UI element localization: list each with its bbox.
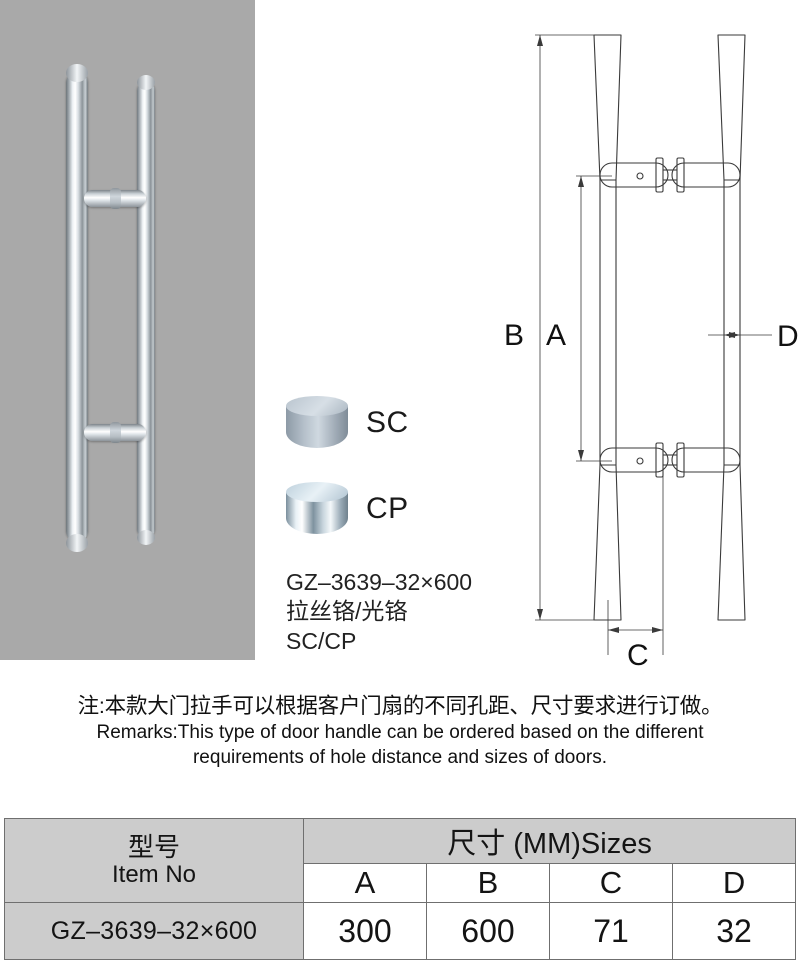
header-item-no: 型号 Item No xyxy=(4,818,304,903)
table-header-row-top: 型号 Item No 尺寸 (MM)Sizes xyxy=(4,818,797,903)
bar-cap-top-back xyxy=(137,75,155,90)
header-item-no-cn: 型号 xyxy=(127,831,180,862)
post-ring-upper xyxy=(110,188,121,209)
finish-name-code: SC/CP xyxy=(286,627,357,654)
cell-dim-c: 71 xyxy=(549,902,673,960)
specification-table: 型号 Item No 尺寸 (MM)Sizes A B C D GZ–3639–… xyxy=(4,818,797,960)
remarks-english-line1: Remarks:This type of door handle can be … xyxy=(96,721,704,743)
model-caption: GZ–3639–32×600 拉丝铬/光铬 SC/CP xyxy=(286,568,472,656)
header-dim-c: C xyxy=(549,863,673,903)
remarks-block: 注:本款大门拉手可以根据客户门扇的不同孔距、尺寸要求进行订做。 Remarks:… xyxy=(0,694,800,769)
finish-name-cn: 拉丝铬/光铬 xyxy=(286,598,408,625)
finish-swatch-sc: SC xyxy=(286,392,496,478)
finish-swatch-cp: CP xyxy=(286,478,496,564)
dimension-label-c: C xyxy=(627,639,649,672)
table-row: GZ–3639–32×600 300 600 71 32 xyxy=(4,902,797,960)
handle-bar-front xyxy=(66,72,88,542)
header-item-no-en: Item No xyxy=(111,860,197,888)
bar-cap-top-front xyxy=(66,64,88,82)
cell-item-no: GZ–3639–32×600 xyxy=(4,902,304,960)
satin-chrome-cylinder-icon xyxy=(286,396,348,454)
product-photo xyxy=(0,0,255,660)
remarks-english-line2: requirements of hole distance and sizes … xyxy=(192,746,607,768)
technical-drawing: B A C D xyxy=(490,0,800,680)
cell-dim-a: 300 xyxy=(303,902,427,960)
polished-chrome-cylinder-icon xyxy=(286,482,348,540)
dimension-label-d: D xyxy=(777,320,799,353)
bar-cap-bottom-back xyxy=(137,530,155,545)
bar-cap-bottom-front xyxy=(66,534,88,552)
dimension-label-a: A xyxy=(546,319,566,352)
finish-label-cp: CP xyxy=(366,492,409,525)
post-ring-lower xyxy=(110,422,121,443)
remarks-chinese: 注:本款大门拉手可以根据客户门扇的不同孔距、尺寸要求进行订做。 xyxy=(77,694,723,718)
header-dim-b: B xyxy=(426,863,550,903)
product-illustration-area: SC CP GZ–3639–32×600 拉丝铬/光铬 SC/CP xyxy=(0,0,800,680)
finish-swatch-list: SC CP xyxy=(286,392,496,564)
model-number: GZ–3639–32×600 xyxy=(286,569,473,595)
table-header-row-dims: A B C D xyxy=(5,863,797,903)
dimension-label-b: B xyxy=(504,319,524,352)
header-dim-d: D xyxy=(671,863,797,903)
header-dim-a: A xyxy=(303,863,427,903)
cell-dim-d: 32 xyxy=(671,902,797,960)
header-sizes: 尺寸 (MM)Sizes xyxy=(302,818,797,864)
handle-bar-back xyxy=(137,82,155,538)
cell-dim-b: 600 xyxy=(426,902,550,960)
finish-label-sc: SC xyxy=(366,406,409,439)
